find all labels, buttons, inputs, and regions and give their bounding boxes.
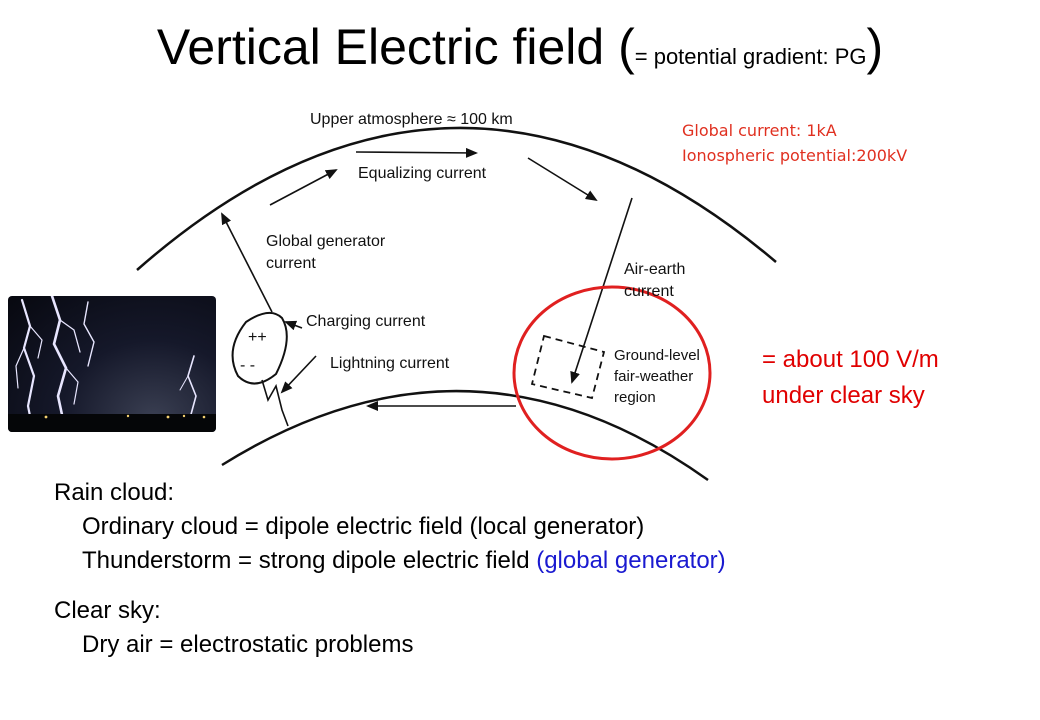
fair-weather-box xyxy=(530,334,606,400)
clear-sky-text: under clear sky xyxy=(762,382,925,409)
paragraph-gap xyxy=(54,578,726,594)
thunderstorm-text: Thunderstorm = strong dipole electric fi… xyxy=(82,547,537,574)
field-value-text: = about 100 V/m xyxy=(762,346,939,373)
ground-arc xyxy=(221,389,709,482)
equalizing-arrow-3 xyxy=(527,157,598,202)
global-generator-arrow xyxy=(221,212,273,313)
label-ground-level-1: Ground-level xyxy=(614,347,700,364)
label-upper-atmosphere: Upper atmosphere ≈ 100 km xyxy=(310,111,513,128)
global-current-note: Global current: 1kA Ionospheric potentia… xyxy=(682,118,907,168)
label-ground-level-3: region xyxy=(614,389,656,406)
title-main: Vertical Electric field ( xyxy=(156,19,635,75)
label-lightning-current: Lightning current xyxy=(330,355,450,372)
ordinary-cloud-line: Ordinary cloud = dipole electric field (… xyxy=(82,513,645,540)
label-ground-level-2: fair-weather xyxy=(614,368,693,385)
label-equalizing-current: Equalizing current xyxy=(358,165,487,182)
global-current-text: Global current: 1kA xyxy=(682,121,837,140)
cloud-minus-label: - - xyxy=(240,357,255,374)
global-generator-text: (global generator) xyxy=(536,547,726,574)
charging-arrow xyxy=(284,320,303,331)
label-air-earth-1: Air-earth xyxy=(624,261,685,278)
explanation-text: Rain cloud: Ordinary cloud = dipole elec… xyxy=(54,476,726,662)
title-subtitle: = potential gradient: PG xyxy=(634,44,867,69)
fair-weather-field-note: = about 100 V/m under clear sky xyxy=(762,342,939,414)
title-close: ) xyxy=(866,19,884,75)
lightning-bolt xyxy=(261,379,289,427)
equalizing-arrow-2 xyxy=(355,147,478,158)
label-air-earth-2: current xyxy=(624,283,674,300)
cloud-plus-label: ++ xyxy=(248,329,267,346)
storm-cloud-shape xyxy=(231,311,288,385)
dry-air-line: Dry air = electrostatic problems xyxy=(82,631,414,658)
label-charging-current: Charging current xyxy=(306,313,426,330)
rain-cloud-heading: Rain cloud: xyxy=(54,479,175,506)
label-global-generator-1: Global generator xyxy=(266,233,386,250)
air-earth-arrow xyxy=(570,197,633,384)
upper-atmosphere-arc xyxy=(136,126,777,271)
lightning-arrow xyxy=(280,355,317,394)
ionospheric-potential-text: Ionospheric potential:200kV xyxy=(682,146,908,165)
highlight-circle xyxy=(512,285,712,461)
clear-sky-heading: Clear sky: xyxy=(54,597,161,624)
page-title: Vertical Electric field (= potential gra… xyxy=(0,18,1040,76)
equalizing-arrow-1 xyxy=(269,169,338,206)
label-global-generator-2: current xyxy=(266,255,316,272)
thunderstorm-line: Thunderstorm = strong dipole electric fi… xyxy=(54,544,726,578)
lightning-storm-photo xyxy=(8,296,216,432)
lightning-bolts-icon xyxy=(8,296,216,432)
